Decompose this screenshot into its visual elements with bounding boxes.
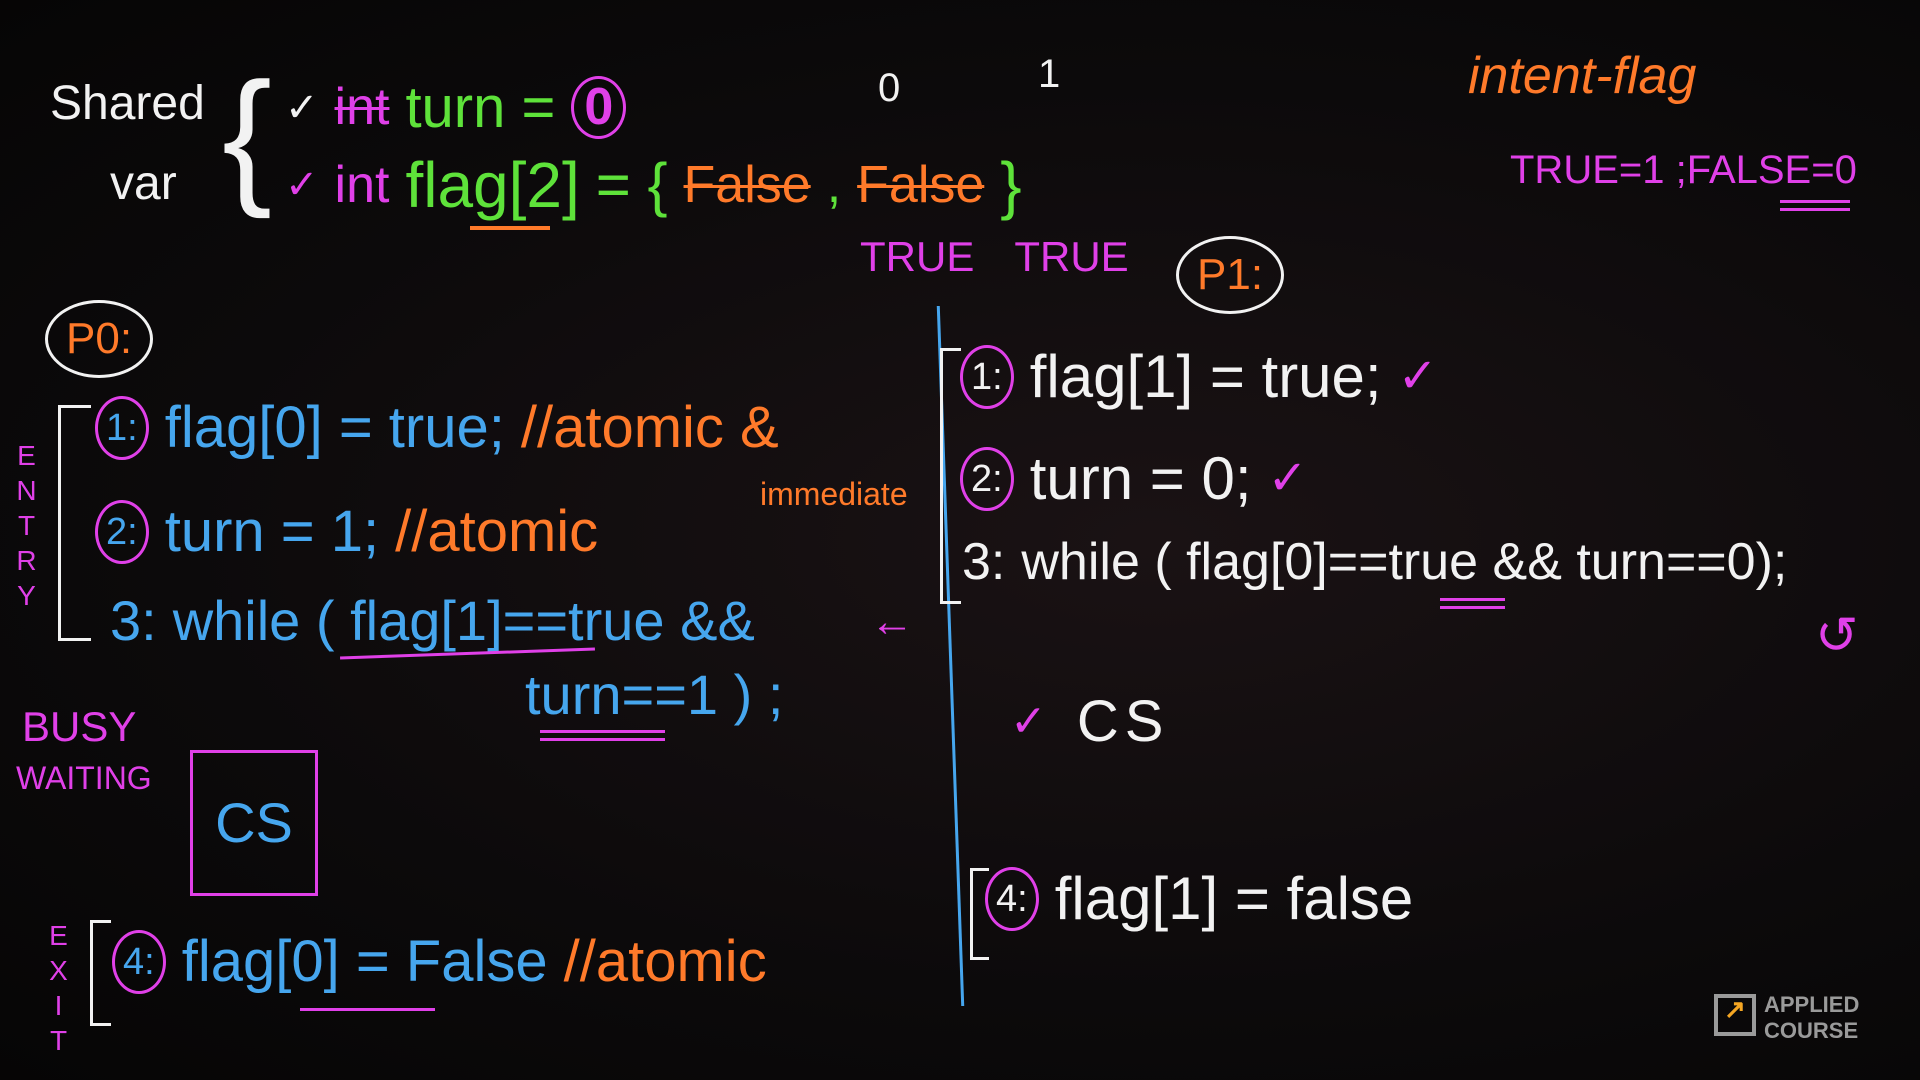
exit-label: EXIT — [43, 920, 74, 1060]
entry-bracket — [58, 405, 91, 641]
true-1: TRUE — [1014, 233, 1129, 280]
exit-bracket — [970, 868, 989, 960]
code-line: flag[0] = False — [181, 929, 548, 995]
index-1: 1 — [1038, 52, 1061, 96]
true-false-values: TRUE=1 ;FALSE=0 — [1510, 148, 1857, 192]
check-icon: ✓ — [1010, 696, 1047, 746]
step-num: 2: — [960, 447, 1014, 511]
p0-line-2: 2: turn = 1; //atomic — [95, 500, 598, 564]
step-num: 1: — [95, 396, 149, 460]
step-num: 3: — [110, 589, 157, 652]
step-num: 1: — [960, 345, 1014, 409]
int-type: int — [334, 155, 390, 214]
shared-label: Shared — [50, 77, 205, 130]
int-type: int — [334, 78, 390, 137]
logo-arrow-icon: ↗ — [1724, 994, 1746, 1024]
underline — [540, 730, 665, 733]
turn-declaration: ✓ int turn = 0 — [285, 75, 627, 140]
true-0: TRUE — [860, 233, 975, 280]
note: immediate — [760, 476, 908, 512]
exit-bracket — [90, 920, 111, 1026]
p1-line-3: 3: while ( flag[0]==true && turn==0); — [962, 533, 1788, 591]
index-0: 0 — [878, 66, 901, 110]
code-line: flag[0] = true; — [164, 395, 505, 461]
code-line: flag[1] = true; — [1029, 343, 1382, 410]
check-icon: ✓ — [285, 85, 319, 130]
flag-eq: = { — [595, 151, 668, 219]
p0-label: P0: — [45, 300, 154, 378]
close-brace: } — [1000, 149, 1022, 221]
step-num: 3: — [962, 533, 1006, 591]
comment: //atomic — [563, 929, 767, 995]
comment: //atomic & — [520, 395, 779, 461]
var-label: var — [110, 157, 177, 210]
underline — [1780, 200, 1850, 203]
logo-icon — [1714, 994, 1756, 1036]
flag-declaration: ✓ int flag[2] = { False , False } — [285, 149, 1022, 221]
p1-cs: ✓ CS — [1010, 690, 1169, 754]
busy-label: BUSY — [22, 703, 137, 750]
cs-label: CS — [215, 791, 293, 854]
true-values: TRUE TRUE — [860, 233, 1129, 280]
step-num: 4: — [985, 867, 1039, 931]
p0-line-3: 3: while ( flag[1]==true && — [110, 590, 755, 652]
code-line: turn = 0; — [1029, 445, 1252, 512]
arrow-icon: ← — [870, 597, 914, 646]
code-line: while ( flag[1]==true && — [172, 589, 755, 652]
underline — [470, 226, 550, 230]
cs-box: CS — [190, 750, 318, 896]
p1-exit-line: 4: flag[1] = false — [985, 866, 1413, 932]
p0-line-3-cont: turn==1 ) ; — [525, 664, 783, 726]
check-icon: ✓ — [1267, 451, 1308, 505]
p1-label: P1: — [1176, 236, 1285, 314]
step-num: 4: — [112, 930, 166, 994]
code-line: while ( flag[0]==true && turn==0); — [1021, 533, 1788, 591]
intent-flag-label: intent-flag — [1468, 47, 1697, 105]
step-num: 2: — [95, 500, 149, 564]
underline — [1440, 598, 1505, 601]
p0-exit-line: 4: flag[0] = False //atomic — [112, 930, 767, 994]
comma: , — [826, 155, 842, 214]
p0-line-1: 1: flag[0] = true; //atomic & — [95, 396, 779, 460]
code-line: turn==1 ) ; — [525, 663, 784, 726]
waiting-label: WAITING — [16, 760, 152, 796]
loop-arrow-icon: ↺ — [1815, 607, 1859, 665]
entry-bracket — [940, 348, 961, 604]
flag-val1: False — [857, 155, 985, 214]
turn-initial-value: 0 — [571, 76, 627, 140]
logo-text-2: COURSE — [1764, 1018, 1859, 1043]
p1-line-1: 1: flag[1] = true; ✓ — [960, 344, 1438, 410]
shared-brace: { — [222, 51, 273, 219]
code-line: flag[1] = false — [1054, 865, 1414, 932]
logo-text-1: APPLIED — [1764, 992, 1860, 1017]
flag-decl: flag[2] — [405, 149, 580, 221]
underline — [300, 1008, 435, 1011]
check-icon: ✓ — [1397, 349, 1438, 403]
p1-line-2: 2: turn = 0; ✓ — [960, 446, 1308, 512]
check-icon: ✓ — [285, 163, 319, 208]
flag-val0: False — [683, 155, 811, 214]
cs-label: CS — [1076, 689, 1170, 754]
entry-label: ENTRY — [11, 440, 42, 615]
code-line: turn = 1; — [164, 499, 380, 565]
turn-decl: turn = — [405, 75, 556, 140]
comment: //atomic — [395, 499, 599, 565]
